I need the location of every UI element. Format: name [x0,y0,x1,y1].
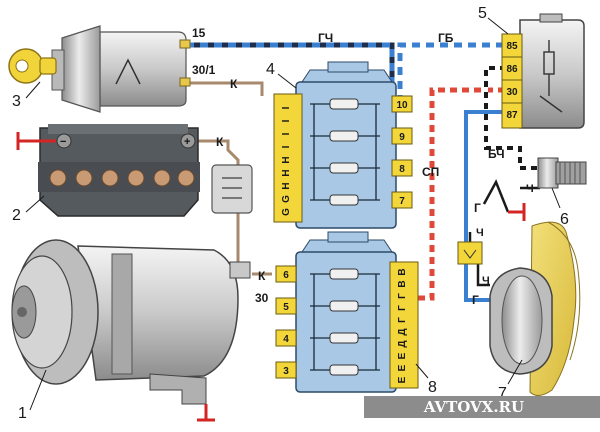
fusible-link [211,164,253,214]
ground-symbol-battery [16,132,56,150]
wire-code-labels: ГЧ ГБ К К К СП БЧ Г Г Ч Ч Ч [216,31,534,307]
fuse-lower-letter: Г [397,305,408,311]
fan-relay: 85 86 30 87 [501,13,585,129]
callout-6: 6 [560,211,569,228]
cooling-fan [489,221,581,396]
battery-negative-terminal [56,133,72,149]
fuse-upper-letter: I [281,132,292,135]
generator [11,239,251,405]
fuse-upper-number: 8 [399,164,405,175]
fuse-upper-number: 9 [399,132,405,143]
relay-pin-label: 30 [506,87,518,98]
key-icon [8,48,57,84]
ground-symbol-sensor [508,203,526,221]
wire-sp [418,87,506,301]
watermark-text: AVTOVX.RU [423,398,524,416]
fuse-upper-letter: G [281,195,292,203]
callout-1: 1 [18,405,27,422]
callout-4: 4 [266,61,275,78]
fuse-lower-letter: Д [397,328,408,335]
fuse-lower-letter: Е [397,364,408,371]
wire-label-ch: Ч [526,183,534,195]
thermo-contact [482,179,510,213]
fuse-upper-letter: H [281,169,292,176]
battery-positive-terminal [180,133,196,149]
ignition-terminal-15: 15 [192,26,206,40]
relay-pin-label: 87 [506,110,518,121]
wire-label-bch: БЧ [488,147,505,161]
fuse-upper-number: 10 [396,100,408,111]
wire-bch [484,66,540,170]
callout-2: 2 [12,207,21,224]
relay-pin-label: 85 [506,41,518,52]
fuse-lower-letter: Е [397,376,408,383]
fuse-upper-letter: H [281,182,292,189]
fuse-upper-letter: G [281,208,292,216]
fuse-lower-number: 6 [283,270,289,281]
fuse-upper-letter: I [281,119,292,122]
wire-label-sp: СП [422,165,439,179]
svg-text:+: + [184,136,190,148]
terminal-labels: 15 30/1 30 [192,26,269,305]
svg-text:−: − [60,136,66,148]
watermark-bar: AVTOVX.RU [364,396,600,418]
battery-caps [49,169,195,187]
callout-5: 5 [478,5,487,22]
fuse-upper-letter: I [281,145,292,148]
wire-label-gb: ГБ [438,31,454,45]
fuse-lower-number: 4 [283,334,289,345]
fuse-lower-number: 3 [283,366,289,377]
wire-label-k-battery: К [216,135,224,149]
callout-3: 3 [12,93,21,110]
wire-g [464,110,506,302]
ignition-terminal-30-1: 30/1 [192,63,216,77]
wire-label-g: Г [474,201,481,215]
battery: − + [38,124,200,217]
ignition-switch [51,25,191,113]
fuse-lower-number: 5 [283,302,289,313]
relay-pin-label: 86 [506,64,518,75]
wire-label-ch: Ч [476,227,484,239]
wire-gb [397,42,506,103]
fuse-lower-letter: Е [397,352,408,359]
fuse-upper-letter: H [281,156,292,163]
wire-label-gch: ГЧ [318,31,333,45]
temperature-sensor [537,157,587,189]
component-callouts [25,17,561,411]
ground-symbol-generator [197,404,215,422]
wire-label-g2: Г [472,293,479,307]
wire-label-ch: Ч [482,275,490,287]
fan-connector [457,241,483,265]
fuse-lower-letter: В [397,268,408,275]
fuse-upper-number: 7 [399,196,405,207]
fuse-lower-letter: Г [397,293,408,299]
generator-terminal-30: 30 [255,291,269,305]
callout-7: 7 [498,385,507,402]
wire-label-k-generator: К [258,269,266,283]
fuse-upper-letter: I [281,106,292,109]
wire-label-k-ignition: К [230,77,238,91]
fuse-lower-letter: Д [397,340,408,347]
fuse-lower-letter: В [397,280,408,287]
fuse-lower-letter: Г [397,317,408,323]
wire-k-ignition [186,81,264,96]
callout-8: 8 [428,379,437,396]
